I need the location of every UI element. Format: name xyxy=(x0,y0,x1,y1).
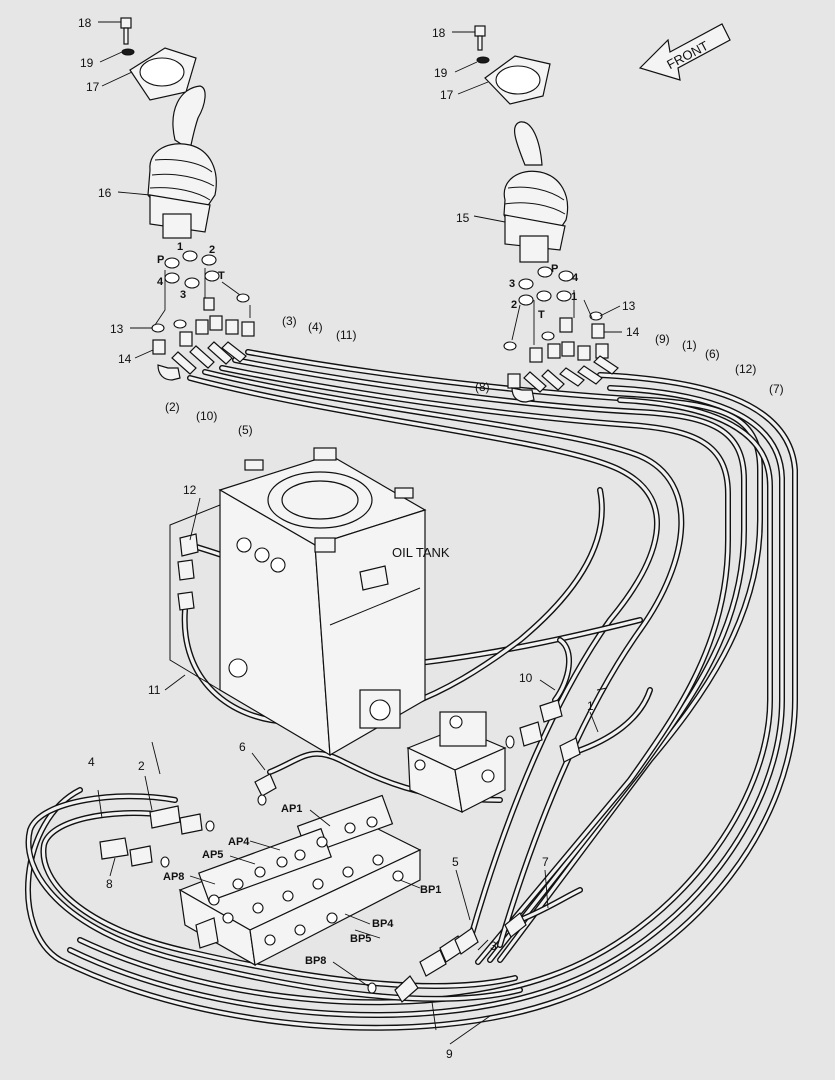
label-port-ap4: AP4 xyxy=(228,836,250,848)
label-right-port-3: 3 xyxy=(509,278,515,290)
valve-pilot-fittings xyxy=(99,533,581,1003)
label-hose-5: 5 xyxy=(452,855,459,869)
label-left-port-t: T xyxy=(218,270,225,282)
label-left-19: 19 xyxy=(80,56,94,70)
right-port-fittings xyxy=(503,266,619,403)
label-hose-paren-5: (5) xyxy=(238,423,253,437)
label-hose-paren-10: (10) xyxy=(196,409,217,423)
label-left-port-4: 4 xyxy=(157,276,164,288)
label-right-13: 13 xyxy=(622,299,636,313)
label-right-19: 19 xyxy=(434,66,448,80)
label-right-14: 14 xyxy=(626,325,640,339)
label-hose-7: 7 xyxy=(542,855,549,869)
valve-port-labels: AP1 AP4 AP5 AP8 BP1 BP4 BP5 BP8 xyxy=(163,803,441,967)
label-hose-12: 12 xyxy=(183,483,197,497)
label-hose-6: 6 xyxy=(239,740,246,754)
label-port-bp8: BP8 xyxy=(305,955,326,967)
label-left-14: 14 xyxy=(118,352,132,366)
right-pilot-valve xyxy=(474,25,569,263)
label-hose-paren-8: (8) xyxy=(475,380,490,394)
label-right-17: 17 xyxy=(440,88,454,102)
label-port-ap5: AP5 xyxy=(202,849,223,861)
label-hose-8: 8 xyxy=(106,877,113,891)
left-pilot-valve xyxy=(120,17,217,239)
label-port-bp1: BP1 xyxy=(420,884,441,896)
label-left-port-2: 2 xyxy=(209,244,215,256)
hose-1 xyxy=(572,687,653,755)
label-hose-1: 1 xyxy=(587,699,594,713)
label-left-port-3: 3 xyxy=(180,289,186,301)
label-right-port-t: T xyxy=(538,309,545,321)
label-left-18: 18 xyxy=(78,16,92,30)
hose-number-labels: 12 11 10 1 6 4 2 8 5 7 3 9 xyxy=(88,483,594,1061)
label-left-port-p: P xyxy=(157,254,164,266)
label-hose-10: 10 xyxy=(519,671,533,685)
front-arrow-icon xyxy=(638,23,731,81)
main-control-valve xyxy=(178,794,422,967)
label-hose-paren-12: (12) xyxy=(735,362,756,376)
label-left-port-1: 1 xyxy=(177,241,183,253)
label-hose-paren-3: (3) xyxy=(282,314,297,328)
solenoid-valve-block xyxy=(406,711,507,813)
label-right-15: 15 xyxy=(456,211,470,225)
label-port-ap1: AP1 xyxy=(281,803,302,815)
label-hose-paren-6: (6) xyxy=(705,347,720,361)
label-hose-11: 11 xyxy=(148,683,161,697)
label-hose-paren-7: (7) xyxy=(769,382,784,396)
hose-10 xyxy=(552,637,573,703)
hose-break-marks xyxy=(97,687,608,1031)
label-port-ap8: AP8 xyxy=(163,871,184,883)
label-hose-paren-1: (1) xyxy=(682,338,697,352)
label-left-17: 17 xyxy=(86,80,100,94)
label-port-bp4: BP4 xyxy=(372,918,394,930)
label-right-port-4: 4 xyxy=(572,272,579,284)
label-right-port-1: 1 xyxy=(571,291,577,303)
hose-bundle-left-loop xyxy=(25,369,685,1002)
left-port-fittings xyxy=(151,250,255,381)
label-hose-9: 9 xyxy=(446,1047,453,1061)
left-lever-labels: 18 19 17 16 P 1 2 4 3 T 13 14 (2) (10) (… xyxy=(78,16,356,437)
label-port-bp5: BP5 xyxy=(350,933,371,945)
right-lever-labels: 18 19 17 15 P 3 4 2 1 T 13 14 (8) (9) (1… xyxy=(432,26,784,396)
hose-bundle-right-loop xyxy=(24,349,798,1031)
label-hose-2: 2 xyxy=(138,759,145,773)
leader-lines xyxy=(98,21,622,1045)
valve-port-circles xyxy=(208,816,404,946)
label-right-port-2: 2 xyxy=(511,299,517,311)
label-left-13: 13 xyxy=(110,322,124,336)
label-right-port-p: P xyxy=(551,263,558,275)
label-right-18: 18 xyxy=(432,26,446,40)
label-hose-paren-9: (9) xyxy=(655,332,670,346)
label-hose-4: 4 xyxy=(88,755,95,769)
label-hose-3: 3 xyxy=(490,939,497,953)
oil-tank xyxy=(169,447,427,757)
label-left-16: 16 xyxy=(98,186,112,200)
hose-7 xyxy=(517,887,583,923)
oil-tank-label: OIL TANK xyxy=(392,545,450,560)
label-hose-paren-2: (2) xyxy=(165,400,180,414)
label-hose-paren-4: (4) xyxy=(308,320,323,334)
label-hose-paren-11: (11) xyxy=(336,328,356,342)
